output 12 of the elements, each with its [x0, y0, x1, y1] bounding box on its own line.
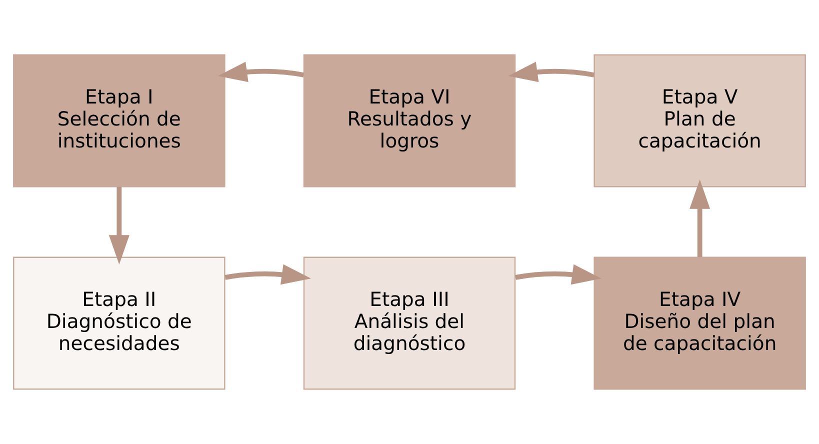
arrow	[218, 62, 304, 82]
node-box: Etapa I Selección de instituciones	[13, 54, 226, 188]
arrow	[108, 186, 130, 264]
node-box: Etapa IV Diseño del plan de capacitación	[594, 256, 806, 390]
arrow	[508, 62, 594, 82]
arrow	[690, 180, 710, 258]
node-box: Etapa II Diagnóstico de necesidades	[13, 256, 226, 390]
arrow	[515, 264, 602, 285]
arrow	[224, 264, 311, 285]
node-box: Etapa III Análisis del diagnóstico	[303, 256, 516, 390]
node-box: Etapa VI Resultados y logros	[303, 54, 516, 188]
node-box: Etapa V Plan de capacitación	[594, 54, 806, 188]
